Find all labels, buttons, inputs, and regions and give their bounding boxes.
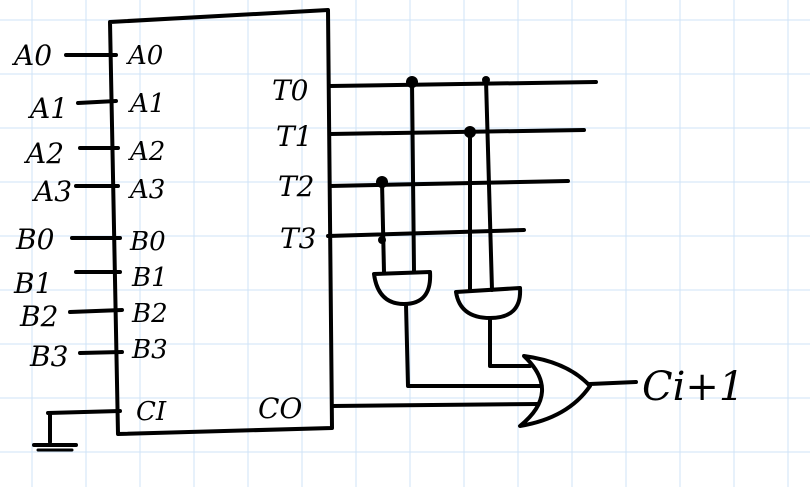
gate-input-wires: [380, 78, 494, 292]
wire-a1: [76, 99, 118, 105]
wire-or-out: [588, 380, 638, 386]
chip-pin-a1: A1: [128, 89, 165, 119]
chip-input-pins: A0 A1 A2 A3 B0 B1 B2 B3 CI: [126, 41, 168, 427]
output-bus: [326, 80, 598, 408]
bus-t2: [328, 179, 570, 188]
chip-pin-t3: T3: [280, 222, 317, 255]
chip-pin-a0: A0: [126, 41, 163, 71]
chip-pin-t1: T1: [276, 120, 313, 153]
ext-input-a3: A3: [31, 175, 72, 208]
ext-input-b2: B2: [19, 300, 58, 333]
chip-pin-co: CO: [258, 392, 302, 425]
external-inputs: A0 A1 A2 A3 B0 B1 B2 B3: [11, 39, 124, 452]
chip-output-pins: T0 T1 T2 T3 CO: [258, 74, 317, 425]
chip-pin-a2: A2: [128, 137, 165, 167]
chip-body: [108, 8, 334, 436]
and-gate-icon: [454, 286, 523, 320]
ext-input-a2: A2: [23, 137, 64, 170]
chip-pin-b3: B3: [131, 335, 168, 365]
chip-pin-b2: B2: [131, 299, 168, 329]
ext-input-b0: B0: [15, 223, 54, 256]
and-gate-icon: [372, 270, 433, 306]
final-output-label: Ci+1: [642, 364, 744, 410]
chip-pin-b0: B0: [129, 227, 166, 257]
ground-icon: [32, 411, 78, 452]
ext-input-b3: B3: [29, 340, 68, 373]
ext-input-a0: A0: [11, 39, 52, 72]
chip-pin-t0: T0: [272, 74, 309, 107]
bus-t3: [326, 228, 526, 238]
wire-ci: [46, 409, 122, 415]
or-input-wires: [404, 302, 542, 388]
bus-t0: [328, 80, 598, 88]
bus-t1: [328, 128, 586, 136]
wire-b3: [78, 350, 124, 355]
or-gate-icon: [518, 354, 592, 428]
wire-co: [330, 402, 540, 408]
chip-pin-t2: T2: [278, 170, 315, 203]
chip-pin-ci: CI: [136, 397, 167, 427]
chip-pin-b1: B1: [131, 263, 168, 293]
junction-dots: [376, 76, 490, 244]
ext-input-a1: A1: [27, 92, 68, 125]
chip-pin-a3: A3: [128, 175, 165, 205]
wire-b2: [68, 308, 124, 314]
ext-input-b1: B1: [13, 267, 52, 300]
